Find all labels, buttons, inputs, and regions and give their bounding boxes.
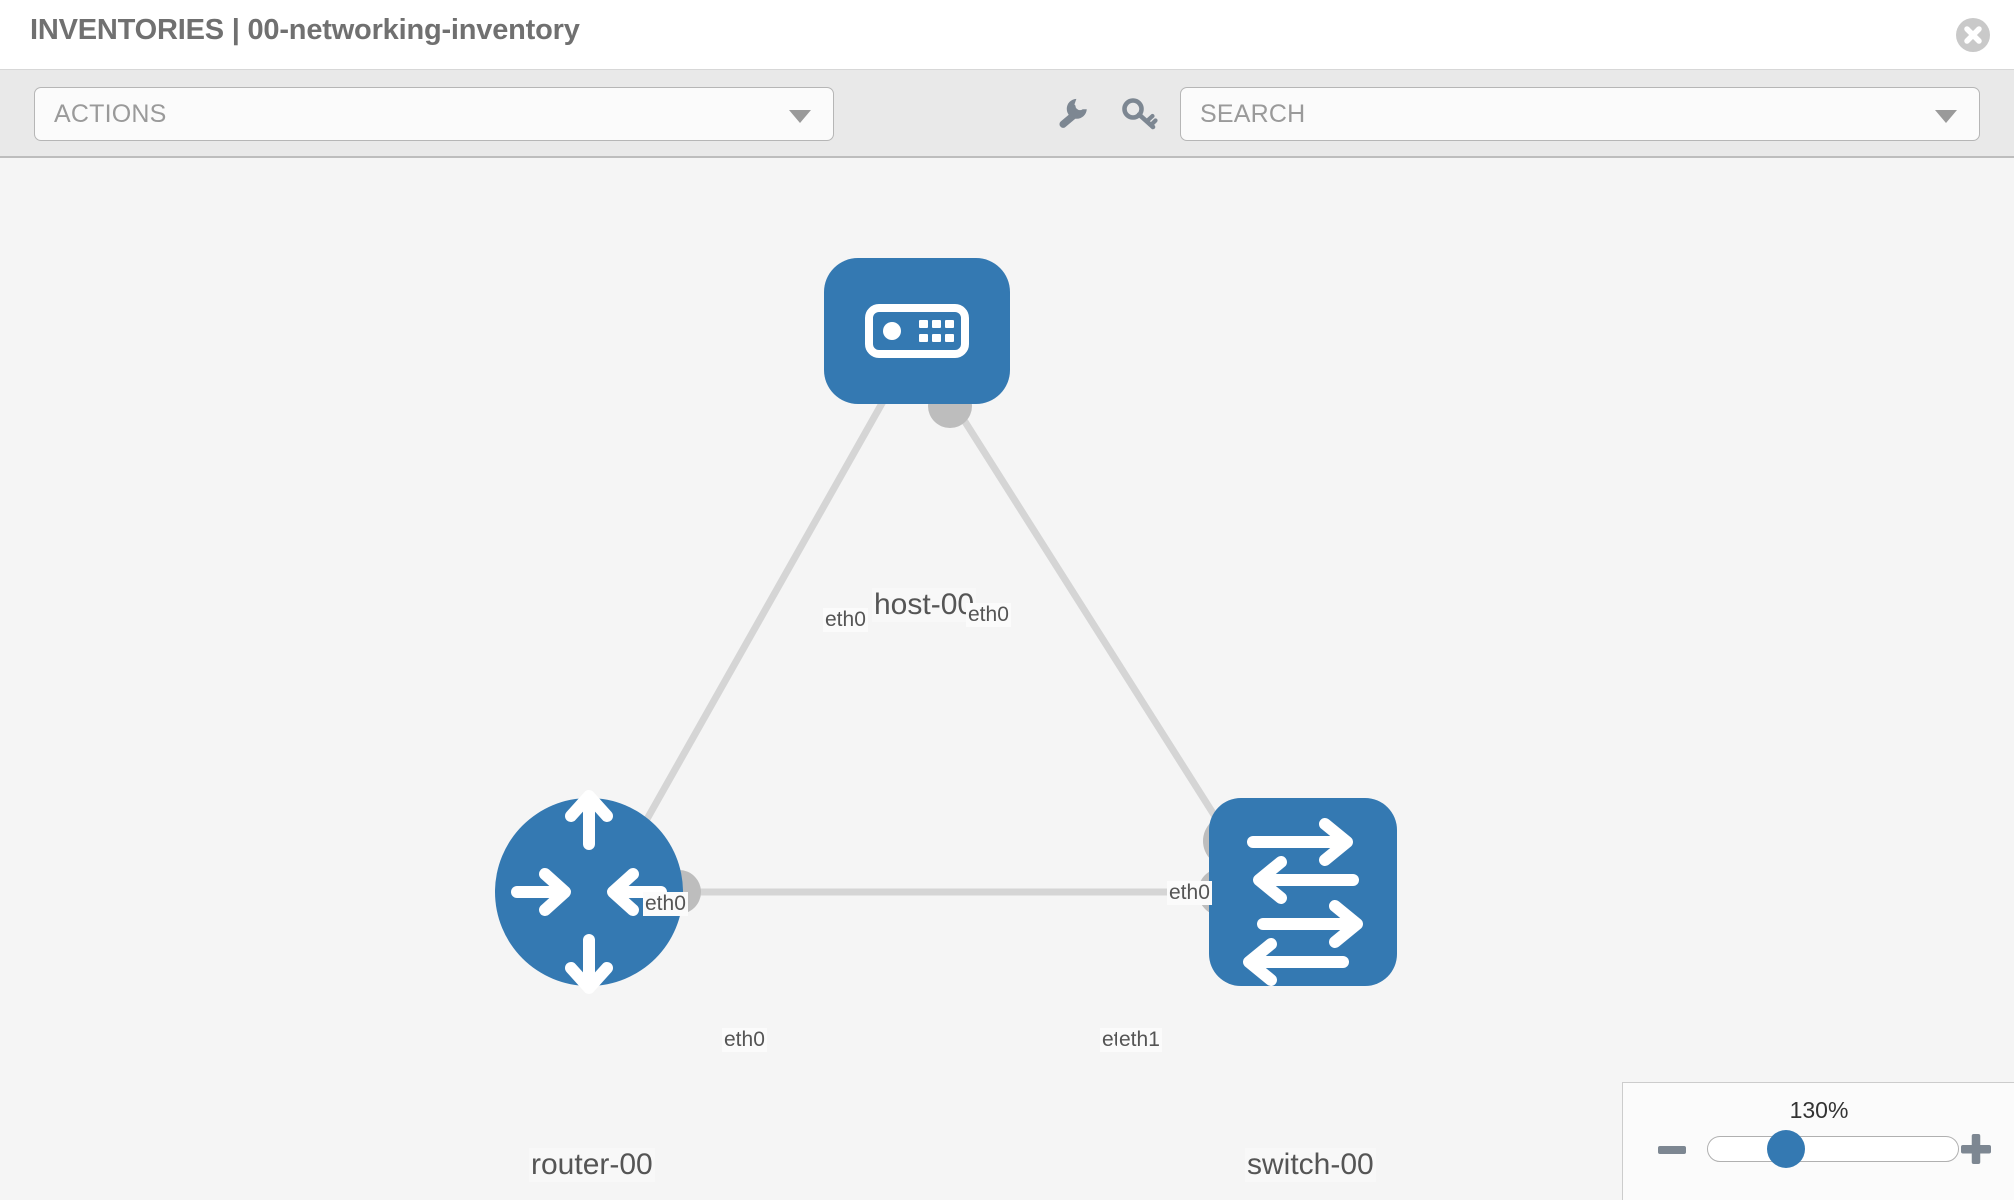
search-input[interactable]: SEARCH xyxy=(1180,87,1980,141)
edge-host-switch xyxy=(947,396,1238,850)
iface-label-switch-to-host: eth0 xyxy=(1167,881,1212,905)
zoom-level-value: 130% xyxy=(1789,1097,1849,1123)
node-switch-00[interactable] xyxy=(1209,798,1397,986)
topology-graph[interactable] xyxy=(0,158,2014,1200)
router-arrows-icon xyxy=(511,790,667,994)
zoom-in-button[interactable] xyxy=(1958,1131,1994,1167)
edge-group xyxy=(621,396,1250,896)
interface-dots xyxy=(657,384,1255,916)
zoom-control-panel: 130% xyxy=(1622,1082,2014,1200)
topology-canvas[interactable]: host-00 router-00 switch-00 eth0 eth0 et… xyxy=(0,158,2014,1200)
iface-label-switch-to-router: eth1 xyxy=(1117,1028,1162,1052)
zoom-slider-handle[interactable] xyxy=(1767,1130,1805,1168)
node-label-router-00: router-00 xyxy=(529,1148,655,1182)
iface-label-router-to-host: eth0 xyxy=(643,892,688,916)
node-label-switch-00: switch-00 xyxy=(1245,1148,1376,1182)
page-title: INVENTORIES | 00-networking-inventory xyxy=(30,14,580,46)
edge-host-router xyxy=(621,396,889,860)
iface-label-host-to-switch: eth0 xyxy=(966,603,1011,627)
node-host-00[interactable] xyxy=(824,258,1010,404)
header-bar: INVENTORIES | 00-networking-inventory xyxy=(0,0,2014,70)
switch-arrows-icon xyxy=(1243,818,1363,986)
server-icon xyxy=(865,304,969,358)
zoom-out-button[interactable] xyxy=(1655,1133,1689,1167)
toolbar: ACTIONS SEARCH xyxy=(0,70,2014,158)
iface-label-host-to-router: eth0 xyxy=(823,608,868,632)
zoom-slider-track[interactable] xyxy=(1707,1136,1959,1162)
chevron-down-icon xyxy=(789,110,811,123)
key-icon[interactable] xyxy=(1118,92,1162,136)
wrench-icon[interactable] xyxy=(1050,92,1094,136)
close-icon[interactable] xyxy=(1956,18,1990,52)
actions-dropdown[interactable]: ACTIONS xyxy=(34,87,834,141)
search-placeholder: SEARCH xyxy=(1200,100,1306,128)
actions-dropdown-label: ACTIONS xyxy=(54,100,167,128)
node-label-host-00: host-00 xyxy=(872,588,977,622)
chevron-down-icon[interactable] xyxy=(1935,110,1957,123)
iface-label-router-to-switch: eth0 xyxy=(722,1028,767,1052)
node-router-00[interactable] xyxy=(495,790,683,994)
